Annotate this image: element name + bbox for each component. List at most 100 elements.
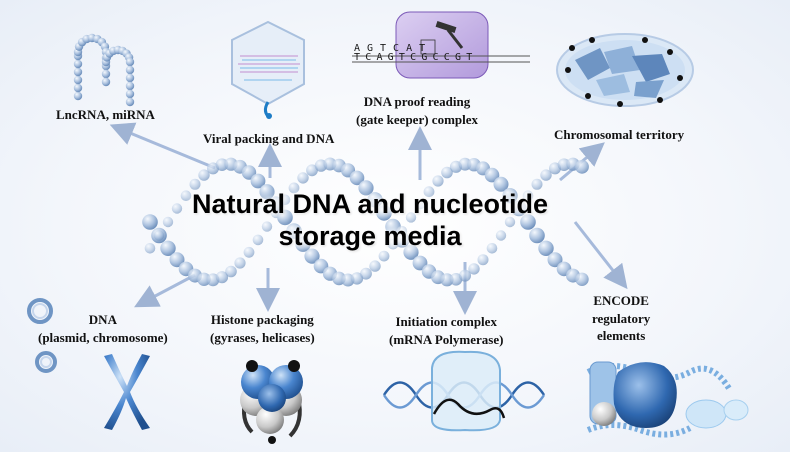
hammer-icon — [435, 21, 464, 49]
hairpin-bead — [73, 59, 83, 69]
label-dna: DNA (plasmid, chromosome) — [38, 311, 168, 346]
helix-bead — [378, 250, 390, 262]
sequence-bottom-strand: TCAGTCGCCGT — [354, 52, 478, 63]
helix-bead — [459, 269, 471, 282]
helix-bead — [423, 186, 435, 198]
helix-bead — [180, 190, 192, 201]
helix-bead — [286, 223, 302, 239]
hairpin-bead — [125, 65, 135, 75]
label-histone: Histone packaging (gyrases, helicases) — [210, 311, 315, 346]
label-viral: Viral packing and DNA — [203, 131, 335, 146]
x-chromosome-icon — [104, 354, 150, 430]
label-proofreading: DNA proof reading (gate keeper) complex — [356, 93, 478, 128]
proofreading-line-2: (gate keeper) complex — [356, 111, 479, 127]
helix-bead — [538, 240, 554, 256]
helix-bead — [252, 234, 264, 246]
helix-bead — [277, 209, 293, 226]
helix-bead — [522, 190, 534, 201]
helix-bead — [441, 166, 453, 179]
helix-bead — [215, 271, 229, 284]
helix-bead — [358, 180, 374, 196]
chromosome-territory-icon — [556, 33, 694, 107]
helix-bead — [531, 178, 543, 190]
hairpin-bead — [73, 75, 83, 85]
helix-bead — [502, 188, 518, 204]
helix-bead — [171, 203, 183, 214]
hairpin-bead — [73, 91, 83, 101]
helix-bead — [547, 252, 563, 268]
helix-bead — [414, 198, 426, 210]
arrow-to-lncrna — [109, 122, 216, 170]
label-chromosomal: Chromosomal territory — [554, 127, 685, 142]
encode-line-3: elements — [596, 328, 646, 344]
helix-bead — [153, 230, 165, 241]
arrows — [109, 122, 628, 315]
nucleosome-icon — [240, 360, 303, 444]
hairpin-bead — [125, 81, 135, 91]
helix-bead — [403, 244, 419, 260]
hairpin-bead — [101, 77, 111, 87]
helix-bead — [169, 252, 185, 268]
encode-line-2: regulatory — [592, 310, 651, 326]
helix-bead — [520, 214, 536, 230]
arrow-to-encode — [573, 221, 628, 290]
encode-line-1: ENCODE — [593, 293, 649, 308]
encode-complex-icon — [586, 361, 749, 438]
helix-bead — [575, 159, 589, 174]
central-title: Natural DNA and nucleotide storage media — [140, 188, 600, 253]
helix-bead — [468, 263, 480, 275]
hairpin-bead — [125, 89, 135, 99]
helix-bead — [432, 175, 444, 187]
hairpin-bead — [125, 97, 135, 107]
proofreading-line-1: DNA proof reading — [363, 94, 471, 109]
helix-bead — [540, 169, 552, 181]
helix-bead — [484, 167, 500, 183]
label-encode: ENCODE regulatory elements — [592, 292, 650, 345]
helix-bead — [198, 169, 210, 181]
helix-bead — [243, 246, 255, 258]
helix-bead — [396, 225, 408, 237]
helix-bead — [376, 205, 392, 221]
helix-bead — [477, 254, 489, 266]
helix-bead — [268, 196, 284, 212]
helix-bead — [511, 200, 527, 217]
virus-capsid-icon — [231, 20, 305, 120]
helix-bead — [369, 260, 381, 272]
label-initiation: Initiation complex (mRNA Polymerase) — [389, 313, 503, 348]
helix-bead — [349, 170, 365, 186]
helix-bead — [160, 240, 176, 256]
hairpin-bead — [125, 73, 135, 83]
hairpin-bead — [101, 69, 111, 79]
label-lncrna: LncRNA, miRNA — [56, 107, 155, 122]
plasmid-icon — [27, 298, 57, 373]
polymerase-bubble-icon — [382, 350, 546, 432]
hairpin-bead — [125, 57, 135, 67]
helix-bead — [486, 243, 498, 254]
helix-bead — [367, 192, 383, 208]
histone-line-2: (gyrases, helicases) — [210, 329, 315, 345]
helix-bead — [350, 272, 364, 285]
dna-helix-backbone — [142, 157, 589, 287]
helix-bead — [225, 265, 237, 278]
helix-bead — [493, 176, 509, 192]
helix-bead — [295, 236, 311, 252]
helix-bead — [304, 248, 320, 264]
helix-bead — [189, 178, 201, 190]
initiation-line-2: (mRNA Polymerase) — [389, 331, 504, 347]
helix-bead — [495, 230, 507, 241]
hairpin-bead — [73, 83, 83, 93]
dna-line-1: DNA — [88, 312, 117, 327]
title-line-1: Natural DNA and nucleotide — [191, 189, 549, 219]
helix-bead — [250, 173, 266, 189]
helix-bead — [504, 216, 516, 228]
helix-bead — [360, 267, 372, 280]
title-line-2: storage media — [278, 221, 462, 252]
hairpin-bead — [73, 67, 83, 77]
proofreading-complex-icon — [352, 11, 530, 79]
helix-bead — [306, 164, 318, 177]
dna-line-2: (plasmid, chromosome) — [38, 329, 168, 345]
helix-bead — [144, 243, 156, 254]
helix-bead — [142, 214, 158, 230]
helix-bead — [234, 257, 246, 269]
